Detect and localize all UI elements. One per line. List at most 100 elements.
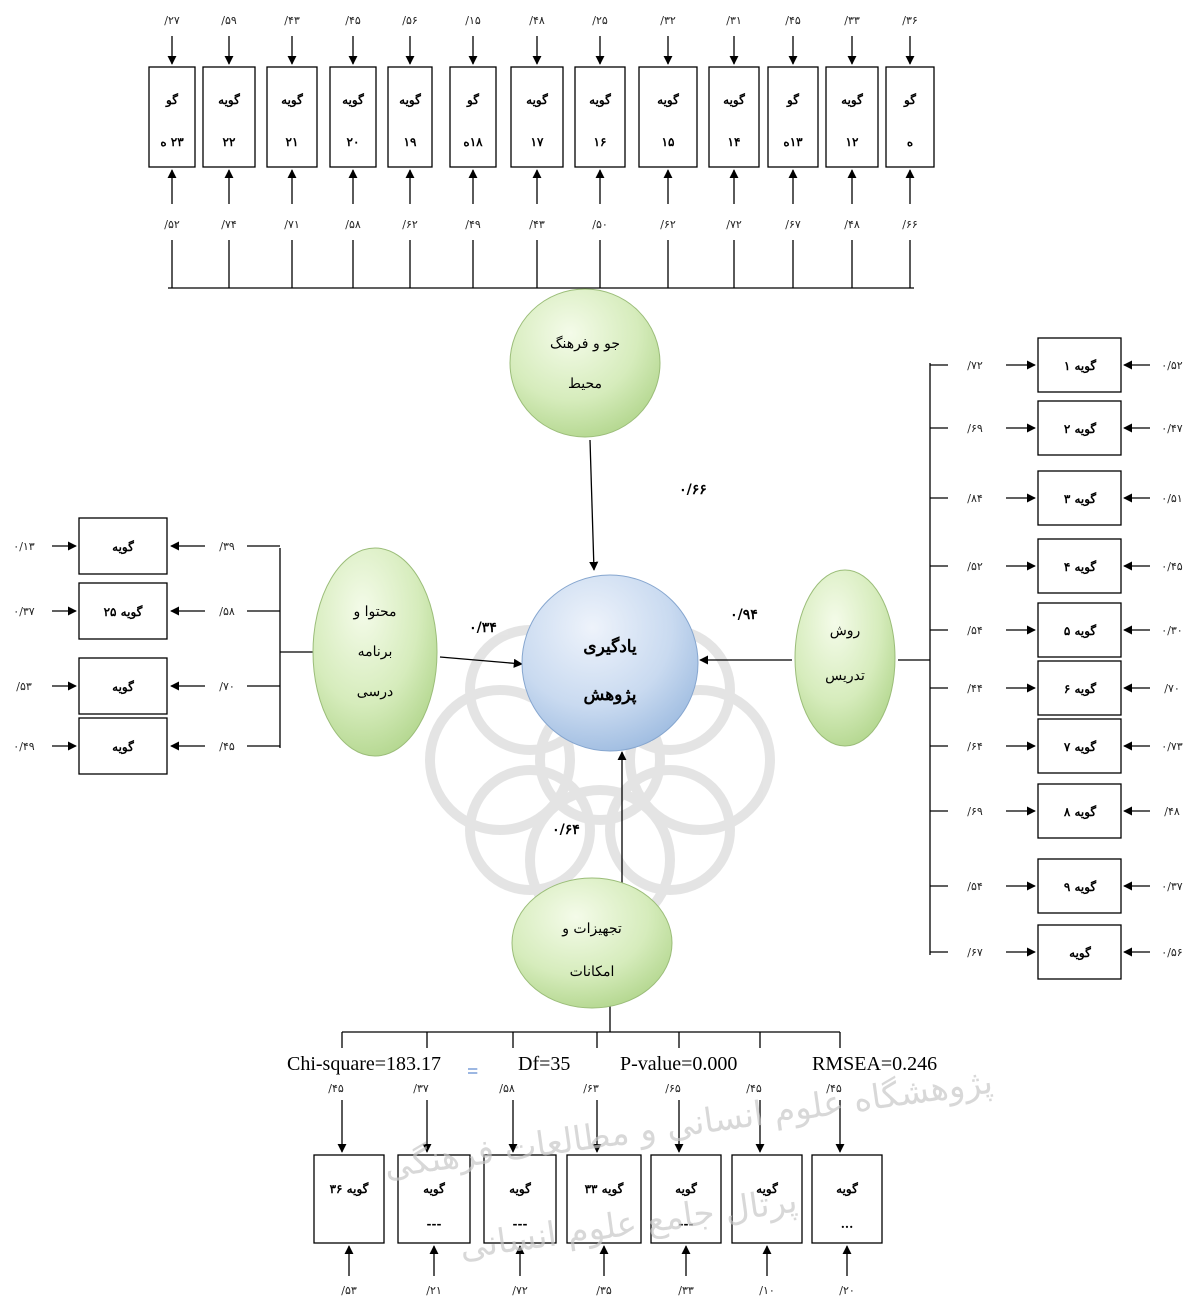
fit-chi-square: Chi-square=183.17 [287,1053,441,1075]
top-error-value: /۳۱ [726,14,742,27]
top-loading-value: /۷۲ [726,218,742,231]
fit-statistics: Chi-square=183.17 = Df=35 P-value=0.000 … [287,1053,937,1083]
right-error-value: ۰/۳۷ [1161,880,1183,893]
top-loading-value: /۵۸ [345,218,361,231]
bottom-indicator-label: گویه ۳۳ [585,1181,624,1197]
left-error-value: ۰/۳۷ [13,605,35,618]
right-loading-value: /۵۲ [967,560,983,573]
right-error-value: ۰/۳۰ [1161,624,1182,637]
right-loading-value: /۶۹ [967,805,983,818]
latent-top: جو و فرهنگ محیط [509,288,661,438]
right-error-value: ۰/۴۵ [1161,560,1183,573]
left-loading-value: /۷۰ [219,680,235,693]
right-indicator: /۶۹ گویه ۲ ۰/۴۷ [930,400,1183,456]
path-coef-right: ۰/۹۴ [730,607,758,623]
bottom-error-value: /۲۱ [426,1284,442,1297]
left-loading-value: /۴۵ [219,740,235,753]
bottom-error-value: /۱۰ [759,1284,775,1297]
right-indicator-label: گویه ۶ [1064,681,1097,697]
right-error-value: /۴۸ [1164,805,1180,818]
bottom-loading-value: /۴۵ [328,1082,344,1095]
latent-center-label-1: یادگیری [583,636,637,657]
right-indicator-box [1037,660,1122,716]
latent-right: روش تدریس [794,569,896,747]
top-indicator-box [510,66,564,168]
right-indicator-box [1037,783,1122,839]
latent-center-label-2: پژوهش [584,685,637,705]
bottom-indicator-label: گویه [423,1181,445,1197]
right-indicator: /۵۴ گویه ۹ ۰/۳۷ [930,858,1183,914]
bottom-indicator-box [731,1154,803,1244]
top-indicator-box [148,66,196,168]
top-indicator-box [266,66,318,168]
path-coef-bottom: ۰/۶۴ [552,822,580,838]
top-loading-value: /۶۷ [785,218,801,231]
bottom-error-value: /۳۵ [596,1284,612,1297]
right-indicator-box [1037,718,1122,774]
bottom-indicator-box [811,1154,883,1244]
top-indicator-label: گو [786,92,799,108]
top-indicator-box [885,66,935,168]
top-indicator-box [825,66,879,168]
top-indicator-number: ۱۸ه [463,135,483,149]
top-indicator-label: گو [165,92,178,108]
right-loading-value: /۸۴ [967,492,983,505]
right-loading-value: /۶۷ [967,946,983,959]
right-error-value: ۰/۵۲ [1161,359,1183,372]
bottom-indicator-box [650,1154,722,1244]
bottom-indicator-box [313,1154,385,1244]
left-indicator-box [78,517,168,575]
bottom-indicator-box [566,1154,642,1244]
latent-center: یادگیری پژوهش [521,574,699,752]
top-indicator-number: ۲۳ ه [160,135,184,149]
path-coef-top: ۰/۶۶ [679,482,707,498]
latent-top-label-1: جو و فرهنگ [550,335,620,352]
right-loading-value: /۵۴ [967,880,983,893]
left-loading-value: /۳۹ [219,540,235,553]
left-error-value: ۰/۱۳ [13,540,35,553]
right-error-value: ۰/۴۷ [1161,422,1183,435]
top-indicator-box [708,66,760,168]
right-loading-value: /۶۹ [967,422,983,435]
left-loading-value: /۵۸ [219,605,235,618]
top-loading-value: /۴۸ [844,218,860,231]
right-indicator-box [1037,400,1122,456]
right-indicator-label: گویه ۵ [1064,623,1097,639]
latent-left-label-2: برنامه [358,644,393,660]
top-indicator-label: گویه [281,92,303,108]
right-indicator-label: گویه ۹ [1064,879,1097,895]
top-indicator-label: گویه [218,92,240,108]
fit-p-value: P-value=0.000 [620,1053,737,1075]
right-indicator: /۵۴ گویه ۵ ۰/۳۰ [930,602,1183,658]
right-error-value: ۰/۵۶ [1161,946,1182,959]
bottom-loading-value: /۵۸ [499,1082,515,1095]
top-indicator-number: ۱۲ [846,135,859,149]
top-error-value: /۳۲ [660,14,676,27]
top-indicator-number: ۱۷ [531,135,544,149]
top-indicator-number: ۲۲ [223,135,236,149]
right-error-value: /۷۰ [1164,682,1180,695]
right-indicator-box [1037,858,1122,914]
left-indicator-label: گویه [112,539,134,555]
top-loading-value: /۵۲ [164,218,180,231]
right-loading-value: /۵۴ [967,624,983,637]
top-error-value: /۴۳ [284,14,300,27]
latent-bottom-label-1: تجهیزات و [561,921,622,937]
latent-bottom-label-2: امکانات [570,964,615,980]
right-indicator-label: گویه ۲ [1064,421,1097,437]
top-indicator-box [449,66,497,168]
top-indicator-box [202,66,256,168]
bottom-loading-value: /۴۵ [746,1082,762,1095]
latent-right-label-2: تدریس [825,668,865,684]
